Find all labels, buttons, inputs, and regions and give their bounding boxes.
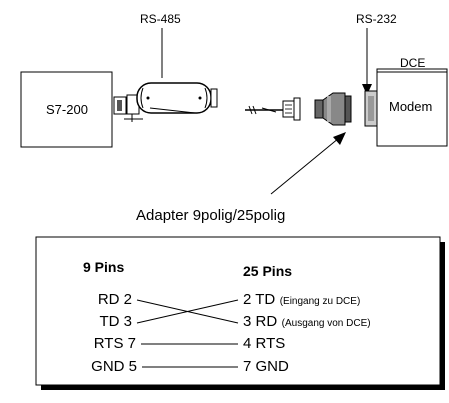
modem-port	[364, 90, 378, 127]
adapter-arrow-line	[270, 137, 340, 195]
rs485-label: RS-485	[140, 12, 181, 26]
pinout-box	[35, 236, 441, 386]
s7-200-label: S7-200	[46, 102, 88, 117]
pin-right-7gnd: 7 GND	[243, 358, 289, 375]
pin-left-rd2: RD 2	[97, 291, 132, 308]
rs485-converter	[136, 82, 218, 114]
modem-label: Modem	[389, 99, 433, 114]
pin-left-gnd5: GND 5	[91, 358, 137, 375]
adapter-arrowhead	[333, 132, 346, 145]
dce-label: DCE	[400, 56, 426, 70]
adapter-graphic	[314, 92, 352, 126]
rs232-label: RS-232	[356, 12, 397, 26]
header-25-pins: 25 Pins	[243, 263, 293, 279]
nine-pin-connector	[282, 97, 301, 121]
header-9-pins: 9 Pins	[83, 259, 125, 275]
s7-port-pin	[117, 100, 122, 111]
pin-right-row-1: 2 TD (Eingang zu DCE)	[243, 292, 360, 308]
pin-right-4rts: 4 RTS	[243, 335, 286, 352]
modem-box	[376, 68, 448, 147]
adapter-label: Adapter 9polig/25polig	[136, 207, 286, 224]
pin-note-ausgang: (Ausgang von DCE)	[281, 318, 371, 329]
cable	[245, 105, 283, 115]
pin-left-td3: TD 3	[99, 313, 132, 330]
pin-right-row-2: 3 RD (Ausgang von DCE)	[243, 314, 371, 330]
rs232-arrowhead	[362, 84, 372, 95]
wire-td3-to-2td	[136, 299, 239, 324]
s7-200-box	[20, 71, 113, 148]
pin-right-2td: 2 TD	[243, 291, 276, 308]
pin-note-eingang: (Eingang zu DCE)	[279, 296, 361, 307]
pin-left-rts7: RTS 7	[93, 335, 136, 352]
pin-right-3rd: 3 RD	[243, 313, 278, 330]
